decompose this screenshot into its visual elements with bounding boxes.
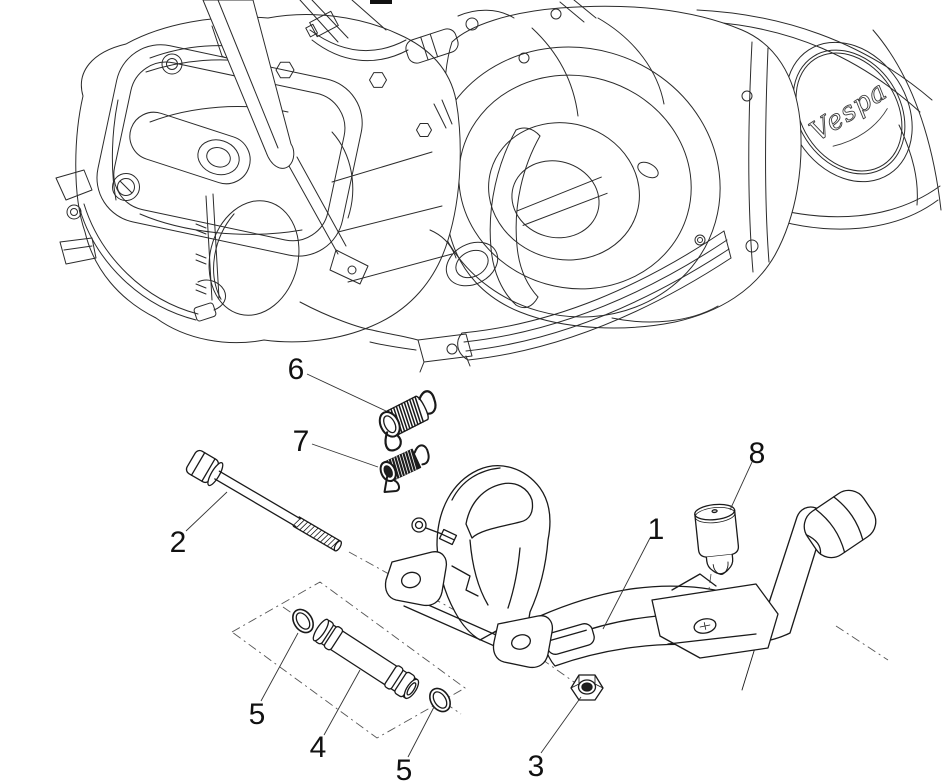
callout-4: 4 (310, 731, 327, 764)
leader-8 (729, 461, 753, 511)
callout-2: 2 (170, 526, 187, 559)
callout-numbers: 1 2 3 4 5 5 6 7 8 (170, 353, 766, 784)
stand-foot-pad (545, 623, 595, 655)
callout-6: 6 (288, 353, 305, 386)
callout-8: 8 (749, 437, 766, 470)
leader-2 (185, 491, 228, 532)
leader-5-right (407, 706, 435, 758)
construction-box (231, 581, 466, 739)
leader-1 (602, 537, 651, 630)
axis-sleeve-a (282, 606, 300, 619)
part-oring-right (429, 687, 451, 713)
callout-3: 3 (528, 750, 545, 783)
part-oring-left (292, 608, 314, 634)
part-rubber-buffer (694, 503, 740, 575)
part-spring-outer (378, 390, 437, 452)
leader-3 (540, 696, 582, 754)
callout-leader-lines (185, 373, 753, 758)
part-spacer-sleeve (312, 618, 420, 700)
part-pivot-bolt (185, 449, 342, 552)
stand-pedal-rubber (803, 489, 877, 559)
part-spring-inner (379, 444, 430, 493)
leader-4 (323, 669, 361, 736)
callout-5-left: 5 (249, 698, 266, 731)
leader-7 (311, 443, 379, 468)
engine-line-art: Vespa (55, 0, 942, 373)
axis-leg (835, 625, 889, 661)
callout-7: 7 (293, 425, 310, 458)
leader-6 (306, 373, 387, 412)
callout-1: 1 (648, 513, 665, 546)
callout-5-right: 5 (396, 754, 413, 784)
leader-5-left (260, 632, 299, 702)
part-lock-nut (570, 674, 604, 701)
part-center-stand (384, 465, 877, 691)
vespa-logo-text: Vespa (805, 75, 893, 147)
